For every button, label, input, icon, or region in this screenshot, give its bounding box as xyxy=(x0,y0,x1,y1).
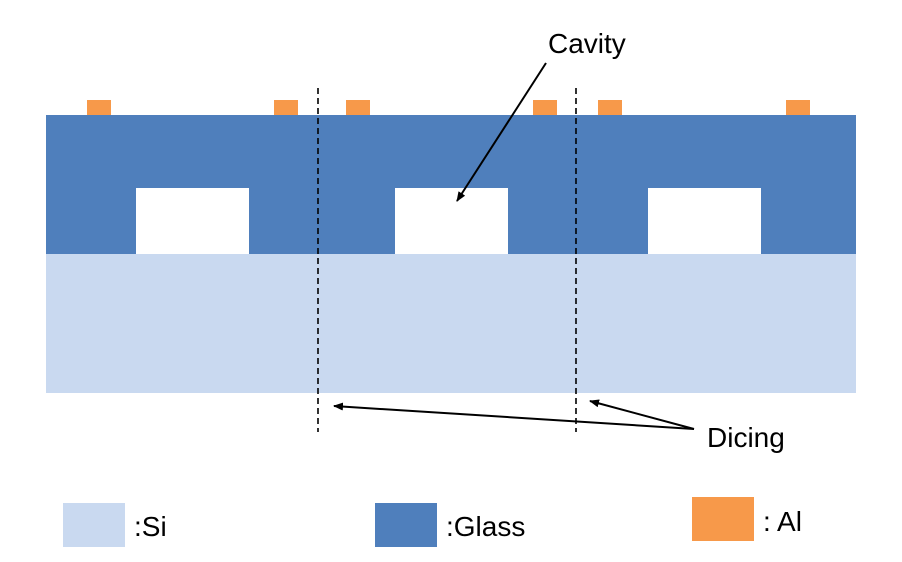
al-pad-3 xyxy=(346,100,370,115)
legend-label-glass: :Glass xyxy=(446,511,525,542)
legend-label-si: :Si xyxy=(134,511,167,542)
legend-swatch-si xyxy=(63,503,125,547)
legend: :Si :Glass : Al xyxy=(63,497,802,547)
cavity-label: Cavity xyxy=(548,28,626,59)
cavity-arrow xyxy=(456,62,547,202)
al-pad-5 xyxy=(598,100,622,115)
silicon-substrate xyxy=(46,253,856,393)
al-pad-2 xyxy=(274,100,298,115)
legend-swatch-al xyxy=(692,497,754,541)
al-pad-4 xyxy=(533,100,557,115)
al-pad-6 xyxy=(786,100,810,115)
al-pad-1 xyxy=(87,100,111,115)
cavity-2 xyxy=(395,188,508,254)
dicing-arrow-1 xyxy=(333,402,695,430)
cavity-3 xyxy=(648,188,761,254)
legend-swatch-glass xyxy=(375,503,437,547)
cavity-1 xyxy=(136,188,249,254)
legend-label-al: : Al xyxy=(763,506,802,537)
dicing-label: Dicing xyxy=(707,422,785,453)
dicing-arrow-2 xyxy=(589,399,695,430)
